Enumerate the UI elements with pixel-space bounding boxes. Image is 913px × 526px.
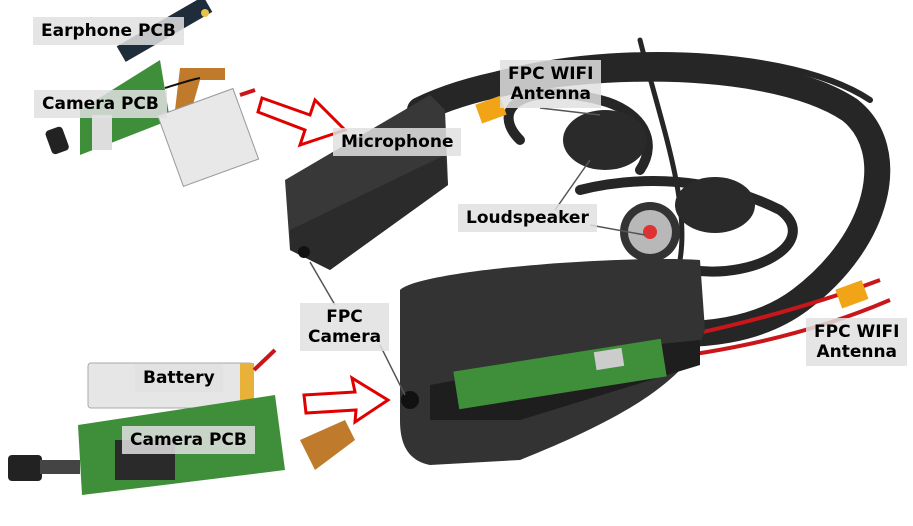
label-line: FPC WIFI bbox=[814, 322, 900, 342]
label-camera-pcb-top: Camera PCB bbox=[34, 90, 167, 118]
antenna-tape bbox=[835, 280, 869, 309]
label-camera-pcb-bottom: Camera PCB bbox=[122, 426, 255, 454]
antenna-tape bbox=[475, 95, 507, 124]
label-loudspeaker: Loudspeaker bbox=[458, 204, 597, 232]
label-battery: Battery bbox=[135, 364, 223, 392]
antenna-part-top bbox=[164, 68, 225, 115]
label-earphone-pcb: Earphone PCB bbox=[33, 17, 184, 45]
label-line: Camera bbox=[308, 327, 382, 347]
earpiece bbox=[563, 110, 647, 170]
label-microphone: Microphone bbox=[333, 128, 462, 156]
loudspeaker-part bbox=[620, 202, 680, 262]
label-fpc-camera: FPC Camera bbox=[300, 303, 390, 351]
arrow-top bbox=[256, 96, 348, 148]
earpiece bbox=[675, 177, 755, 233]
bottom-housing bbox=[400, 259, 705, 465]
label-line: Antenna bbox=[510, 84, 592, 104]
label-line: FPC WIFI bbox=[508, 64, 594, 84]
label-line: FPC bbox=[326, 307, 363, 327]
leader-lines bbox=[309, 107, 646, 396]
label-fpc-wifi-antenna-top: FPC WIFI Antenna bbox=[500, 60, 602, 108]
battery-part-top bbox=[157, 87, 260, 188]
label-fpc-wifi-antenna-right: FPC WIFI Antenna bbox=[806, 318, 908, 366]
label-line: Antenna bbox=[816, 342, 898, 362]
arrow-bottom bbox=[302, 374, 391, 425]
